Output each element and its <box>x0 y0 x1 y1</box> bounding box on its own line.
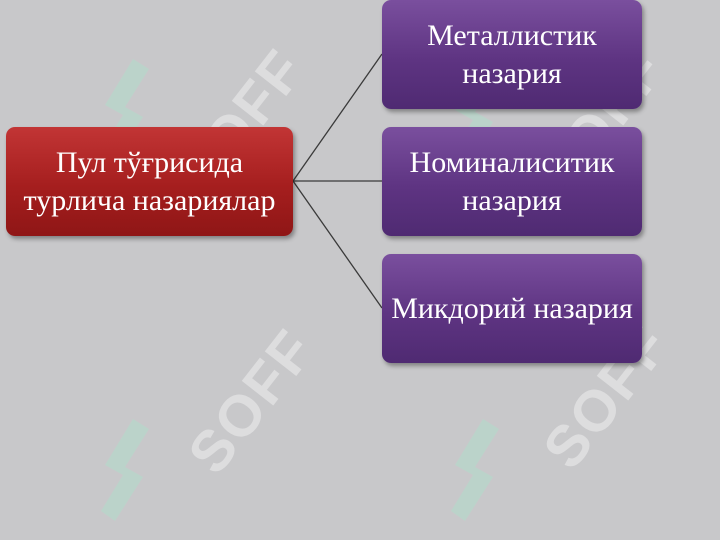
child-node-label: Номиналиситик назария <box>409 145 615 217</box>
connector-to-child-1 <box>292 53 383 182</box>
child-node-2: Номиналиситик назария <box>382 127 642 236</box>
connector-to-child-3 <box>292 180 383 309</box>
child-node-label: Металлистик назария <box>427 18 597 90</box>
child-node-1: Металлистик назария <box>382 0 642 109</box>
child-node-label: Микдорий назария <box>391 291 633 325</box>
root-node: Пул тўғрисида турлича назариялар <box>6 127 293 236</box>
root-node-label: Пул тўғрисида турлича назариялар <box>23 145 276 217</box>
child-node-3: Микдорий назария <box>382 254 642 363</box>
